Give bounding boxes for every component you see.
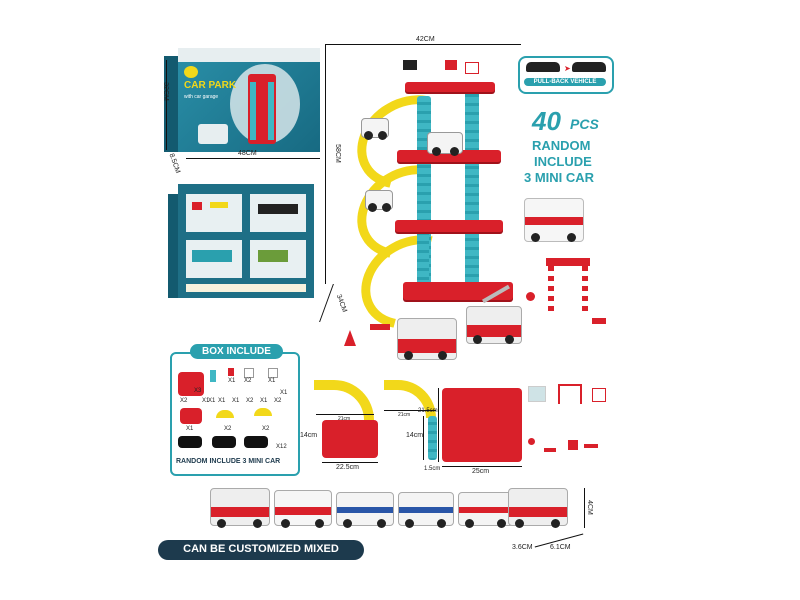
dim-toy-height: 58CM [333,144,341,163]
bottom-banner-label: CAN BE CUSTOMIZED MIXED [183,543,339,555]
pcs-badge: 40 PCS RANDOM INCLUDE 3 MINI CAR [520,106,624,190]
box-include-qty-1: X1 [228,378,236,384]
road-sign [370,324,390,330]
stop-sign [526,292,535,301]
part-pillar [428,416,437,460]
dim-car-height: 4CM [585,500,593,515]
dim-tray-large-h: 21.5cm [418,408,438,414]
pcs-line3: 3 MINI CAR [524,170,595,185]
box-include-qty-7: X1 [260,398,268,404]
box-include-qty-4: X1 [218,398,226,404]
product-box-front: CAR PARK with car garage [164,48,320,152]
box-include-qty-10: X1 [186,426,194,432]
box-include-qty-14: X3 [194,388,202,394]
bottom-banner: CAN BE CUSTOMIZED MIXED [158,540,364,560]
pcs-line1: RANDOM [532,138,591,153]
box-include-footer: RANDOM INCLUDE 3 MINI CAR [176,458,281,465]
box-include-panel: BOX INCLUDE X1 X1 X2 X1 X1 X1 X2 X1 X2 X… [170,344,300,476]
dim-tray-small-w: 22.5cm [336,464,359,471]
dim-pillar-w: 1.5cm [424,466,441,472]
box-include-qty-5: X1 [232,398,240,404]
box-include-cars-qty: X12 [276,444,287,450]
pull-back-badge: ➤ PULL-BACK VEHICLE [518,56,614,94]
ambulance-car [524,198,584,242]
pull-back-label: PULL-BACK VEHICLE [524,78,606,86]
part-tray-large [442,388,522,462]
box-art-subtitle: with car garage [184,94,219,100]
box-include-qty-13: X2 [180,398,188,404]
dim-pillar-h: 14cm [406,432,424,439]
dim-ramp1: 21cm [338,416,351,422]
dim-car-length: 6.1CM [550,544,571,551]
box-include-qty-6: X2 [246,398,254,404]
dim-tray-large-w: 25cm [472,468,490,475]
fire-truck-right [466,306,522,344]
part-ramp-1 [314,380,374,420]
dim-box-depth: 8.5CM [167,152,182,175]
dim-ramp2: 21cm [398,412,411,418]
dim-toy-width: 42CM [416,36,435,43]
parking-tower [340,60,545,360]
box-include-qty-11: X2 [224,426,232,432]
box-include-qty-8: X2 [274,398,282,404]
box-include-title: BOX INCLUDE [190,344,283,359]
box-include-qty-15: X1 [280,390,288,396]
car-lineup [210,480,580,540]
box-include-qty-3: X1 [268,378,276,384]
dim-box-width: 48CM [238,150,257,157]
box-include-qty-0: X1 [208,398,216,404]
dim-tray-small-h: 14cm [300,432,318,439]
box-include-qty-9: X1 [202,398,210,404]
pcs-line2: INCLUDE [534,154,592,169]
pcs-count: 40 [532,106,561,136]
fire-truck-left [397,318,457,360]
traffic-cone [344,330,356,346]
barrier [592,318,606,324]
part-tray-small [322,420,378,458]
pcs-unit: PCS [570,116,599,132]
product-box-back [168,184,314,298]
dim-car-width: 3.6CM [512,544,533,551]
part-ramp-2 [384,380,436,418]
box-include-qty-12: X2 [262,426,270,432]
arch-gate [546,258,590,314]
box-art-title: CAR PARK [184,80,237,91]
box-include-qty-2: X2 [244,378,252,384]
